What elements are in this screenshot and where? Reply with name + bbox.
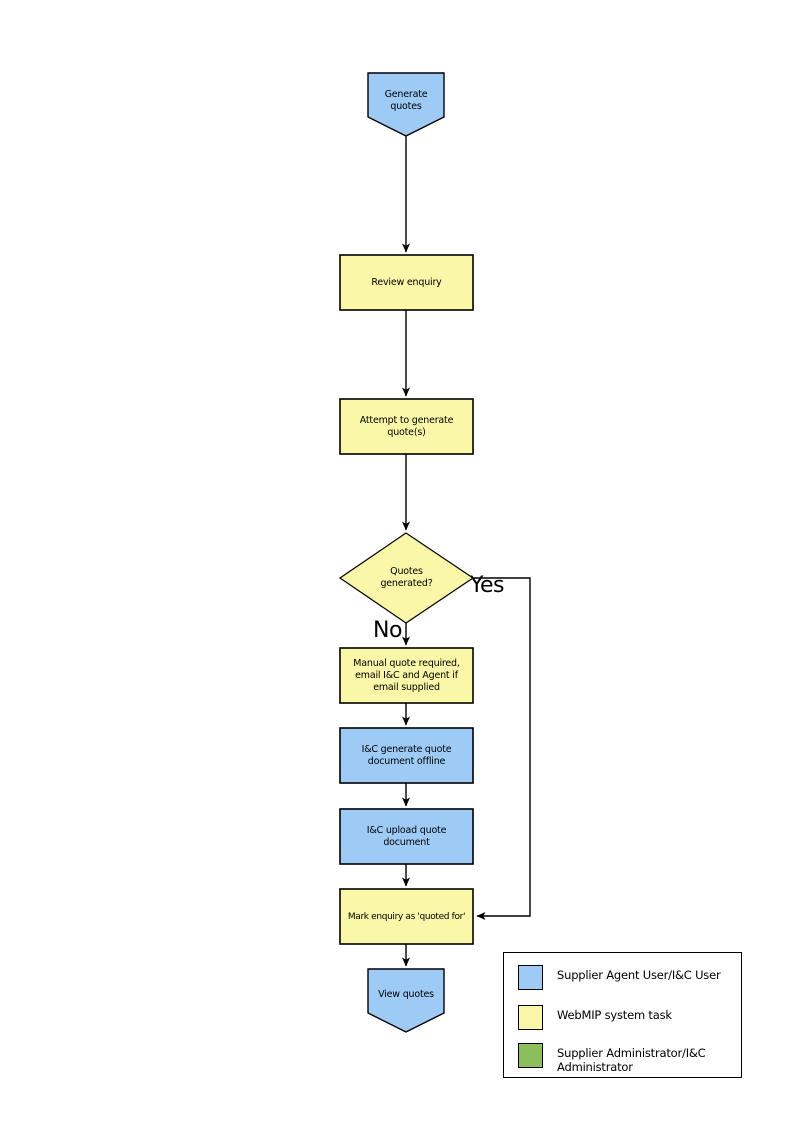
edge-label-no: No: [373, 618, 402, 643]
legend-item-webmip-system-task: WebMIP system task: [518, 1005, 672, 1030]
legend-swatch-yellow: [518, 1005, 543, 1030]
node-review-enquiry: [339, 254, 474, 311]
node-mark-enquiry-quoted-for: [339, 888, 474, 945]
node-view-quotes: [367, 968, 445, 1033]
node-ic-generate-quote-document: [339, 727, 474, 784]
legend-label-webmip-system-task: WebMIP system task: [557, 1008, 672, 1022]
legend-swatch-green: [518, 1043, 543, 1068]
legend-item-supplier-agent-user: Supplier Agent User/I&C User: [518, 965, 721, 990]
legend-label-supplier-administrator: Supplier Administrator/I&C Administrator: [557, 1046, 706, 1074]
edge-decision-yes-to-mark: [473, 577, 531, 920]
node-ic-upload-quote-document: [339, 808, 474, 865]
legend: Supplier Agent User/I&C User WebMIP syst…: [503, 952, 742, 1078]
node-generate-quotes: [367, 72, 445, 137]
node-quotes-generated: [338, 532, 475, 624]
legend-item-supplier-administrator: Supplier Administrator/I&C Administrator: [518, 1043, 706, 1074]
legend-label-supplier-agent-user: Supplier Agent User/I&C User: [557, 968, 721, 982]
node-manual-quote-required: [339, 647, 474, 704]
node-attempt-generate-quotes: [339, 398, 474, 455]
edge-label-yes: Yes: [470, 573, 505, 598]
legend-swatch-blue: [518, 965, 543, 990]
